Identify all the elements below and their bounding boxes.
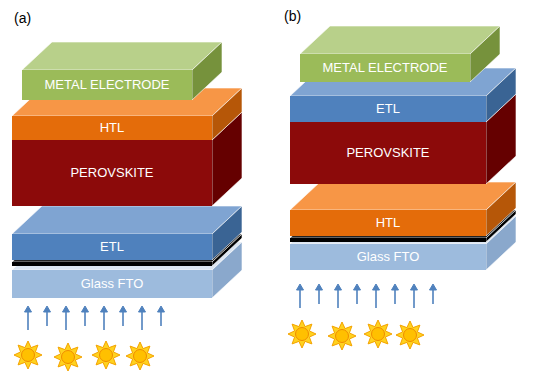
layer-label: PEROVSKITE <box>346 146 429 160</box>
layer-label: Glass FTO <box>81 277 144 291</box>
layer-front-face <box>22 70 192 100</box>
layer-side-face <box>212 206 242 260</box>
light-arrowhead <box>139 306 146 312</box>
light-arrowhead <box>63 306 70 312</box>
layer-side-face <box>486 68 516 122</box>
light-arrowhead <box>411 284 418 290</box>
light-arrowhead <box>82 306 89 312</box>
light-arrowhead <box>44 306 51 312</box>
layer-front-face <box>290 244 486 270</box>
layer-front-face <box>12 270 212 298</box>
layer-front-face <box>290 238 486 242</box>
sun-rays <box>14 341 42 369</box>
sun-core <box>296 328 309 341</box>
layer-front-face <box>12 234 212 260</box>
light-arrowhead <box>101 306 108 312</box>
sun-rays <box>54 343 82 371</box>
sun-core <box>134 350 147 363</box>
light-arrowhead <box>316 284 323 290</box>
layer-top-face <box>12 112 242 140</box>
layer-side-face <box>486 182 516 236</box>
light-arrowhead <box>335 284 342 290</box>
panel-label: (a) <box>14 10 31 26</box>
sun-rays <box>396 321 424 349</box>
layer-top-face <box>12 206 242 234</box>
layer-label: ETL <box>100 240 124 254</box>
light-arrowhead <box>158 306 165 312</box>
layer-front-face <box>12 262 212 266</box>
layer-label: HTL <box>100 121 125 135</box>
layer-side-face <box>212 88 242 140</box>
layer-box: METAL ELECTRODE <box>300 54 470 82</box>
layer-box: METAL ELECTRODE <box>22 70 192 100</box>
sun-rays <box>328 322 356 350</box>
layer-top-face <box>290 210 516 238</box>
panel-label: (b) <box>284 8 301 24</box>
layer-front-face <box>290 122 486 184</box>
light-arrowhead <box>297 284 304 290</box>
layer-box: HTL <box>290 210 486 236</box>
layer-label: ETL <box>376 102 400 116</box>
sun-core <box>336 330 349 343</box>
sun-core <box>372 328 385 341</box>
layer-box: ETL <box>290 96 486 122</box>
light-arrowhead <box>392 284 399 290</box>
sun-rays <box>92 341 120 369</box>
layer-label: METAL ELECTRODE <box>323 61 448 75</box>
layer-label: Glass FTO <box>357 250 420 264</box>
layer-top-face <box>22 42 222 70</box>
light-arrowhead <box>373 284 380 290</box>
light-arrowhead <box>430 284 437 290</box>
light-arrowhead <box>354 284 361 290</box>
light-arrowhead <box>25 306 32 312</box>
layer-box: ETL <box>12 234 212 260</box>
sun-rays <box>288 320 316 348</box>
sun-core <box>62 351 75 364</box>
sun-core <box>100 349 113 362</box>
sun-icons <box>14 320 424 371</box>
layer-side-face <box>470 26 500 82</box>
layer-top-face <box>290 182 516 210</box>
layer-box: PEROVSKITE <box>290 122 486 184</box>
light-arrowhead <box>120 306 127 312</box>
sun-rays <box>364 320 392 348</box>
layer-box: Glass FTO <box>12 270 212 298</box>
layer-top-face <box>300 26 500 54</box>
layer-top-face <box>290 94 516 122</box>
sun-core <box>22 349 35 362</box>
layer-front-face <box>290 210 486 236</box>
layer-label: HTL <box>376 216 401 230</box>
sun-core <box>404 329 417 342</box>
layer-box: HTL <box>12 116 212 140</box>
layer-label: METAL ELECTRODE <box>45 78 170 92</box>
sun-rays <box>126 342 154 370</box>
layer-front-face <box>290 96 486 122</box>
layer-front-face <box>300 54 470 82</box>
layer-faces <box>12 26 516 298</box>
layer-top-face <box>12 234 242 262</box>
layer-front-face <box>12 116 212 140</box>
layer-box: PEROVSKITE <box>12 140 212 206</box>
layer-box: Glass FTO <box>290 244 486 270</box>
layer-front-face <box>12 140 212 206</box>
layer-label: PEROVSKITE <box>70 166 153 180</box>
layer-side-face <box>192 42 222 100</box>
